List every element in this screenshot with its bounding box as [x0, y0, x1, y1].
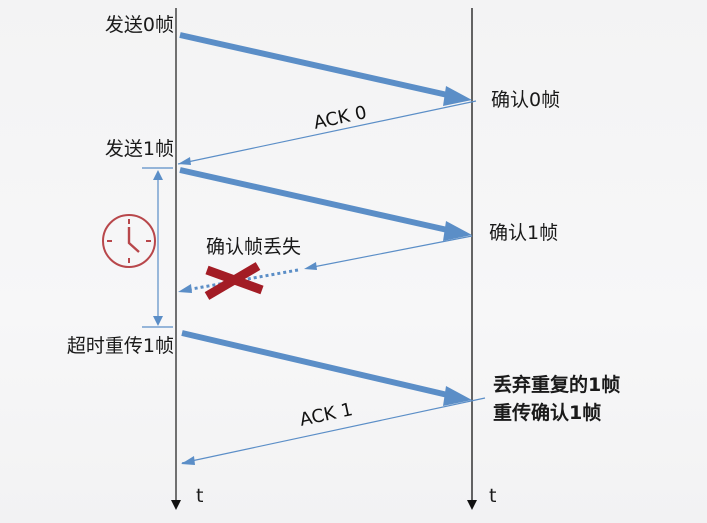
sender-time-axis-label: t [196, 485, 204, 507]
clock-icon [102, 214, 156, 268]
resend-ack-label: 重传确认1帧 [493, 402, 602, 424]
receive-frame0-label: 确认0帧 [491, 89, 561, 111]
ack1-arrow [181, 397, 486, 465]
receiver-time-axis-label: t [489, 485, 497, 507]
send-frame1-label: 发送1帧 [104, 138, 174, 160]
receiver-timeline [467, 8, 477, 510]
cross-icon [204, 262, 264, 300]
retransmit-frame1-label: 超时重传1帧 [66, 335, 174, 357]
frame0-arrow [179, 32, 472, 106]
timeout-interval [142, 167, 173, 328]
send-frame0-label: 发送0帧 [104, 14, 174, 36]
sender-timeline [171, 8, 181, 510]
retransmit-frame1-arrow [181, 330, 472, 406]
discard-duplicate-label: 丢弃重复的1帧 [493, 374, 621, 396]
receive-frame1-label: 确认1帧 [489, 222, 559, 244]
frame1-arrow [179, 167, 472, 241]
ack0-arrow [177, 100, 477, 165]
lost-ack-label: 确认帧丢失 [206, 236, 302, 258]
